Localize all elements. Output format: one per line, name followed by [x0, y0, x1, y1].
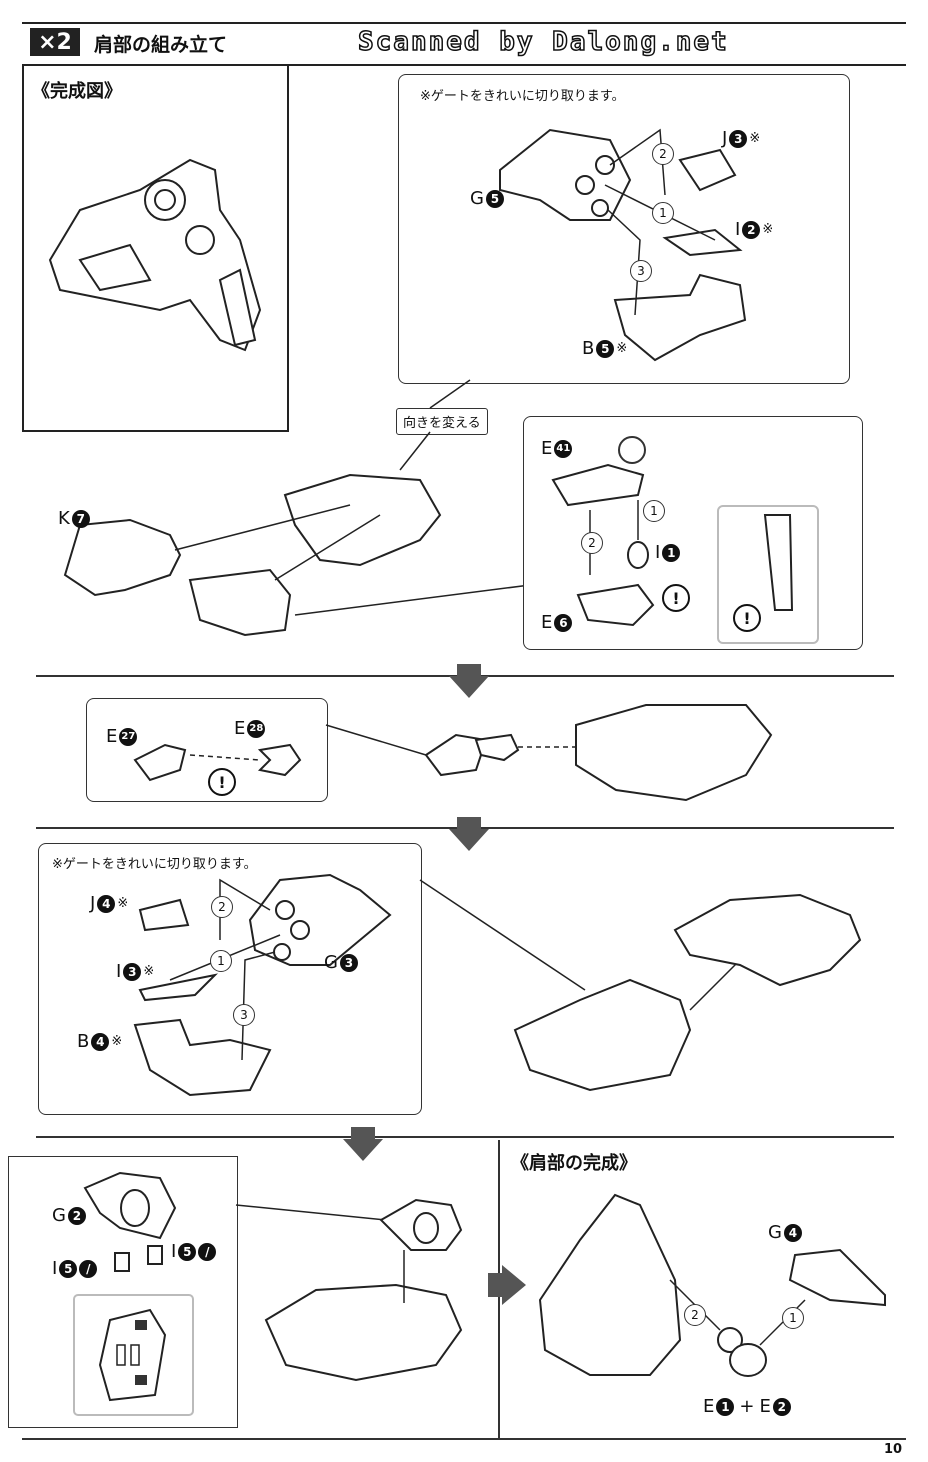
- final-step-1: 1: [782, 1307, 804, 1329]
- step3-illustration: [133, 743, 302, 782]
- step4-step-3: 3: [233, 1004, 255, 1026]
- right-arrow-icon: [488, 1265, 526, 1305]
- cut-detail-box: [717, 505, 819, 644]
- step5-box: [8, 1156, 238, 1428]
- step4-step-1: 1: [210, 950, 232, 972]
- final-illustration: [538, 1193, 886, 1377]
- completed-shoulder-illustration: [48, 158, 262, 352]
- step2-step-1: 1: [643, 500, 665, 522]
- down-arrow-icon: [343, 1127, 383, 1161]
- cut-warning-icon: !: [733, 604, 761, 632]
- step4-illustration: [133, 873, 392, 1097]
- completed-view-box: [22, 64, 289, 432]
- step4-assembly-illustration: [419, 879, 862, 1092]
- warning-icon: !: [662, 584, 690, 612]
- multiplier-badge: ×2: [30, 28, 80, 56]
- gate-note-mid: ※ゲートをきれいに切り取ります。: [52, 857, 257, 872]
- step4-step-2: 2: [211, 896, 233, 918]
- change-direction-pointer: [399, 379, 471, 471]
- change-direction-label: 向きを変える: [396, 408, 488, 435]
- footer-line: [22, 1438, 906, 1440]
- step3-assembly-illustration: [325, 704, 773, 802]
- page-title: 肩部の組み立て: [94, 34, 228, 56]
- step1-illustration: [499, 128, 747, 362]
- step2-step-2: 2: [581, 532, 603, 554]
- final-step-2: 2: [684, 1304, 706, 1326]
- step3-warning-icon: !: [208, 768, 236, 796]
- watermark: Scanned by Dalong.net: [357, 26, 729, 58]
- step1-step-3: 3: [630, 260, 652, 282]
- detail-inset: [73, 1294, 194, 1416]
- step2-detail-box: [523, 416, 863, 650]
- header-bar: [22, 22, 906, 66]
- step1-step-1: 1: [652, 202, 674, 224]
- page-number: 10: [884, 1442, 903, 1457]
- gate-note-top: ※ゲートをきれいに切り取ります。: [420, 89, 625, 104]
- down-arrow-icon: [449, 817, 489, 851]
- step2-illustration: [63, 473, 531, 637]
- step2-detail-illustration: [551, 463, 655, 627]
- cut-detail-illustration: [763, 514, 794, 611]
- detail-inset-illustration: [98, 1308, 167, 1402]
- step5-assembly-illustration: [235, 1198, 463, 1382]
- divider-3: [36, 1136, 894, 1138]
- completed-view-label: 《完成図》: [32, 81, 122, 102]
- final-label: 《肩部の完成》: [511, 1153, 637, 1174]
- down-arrow-icon: [449, 664, 489, 698]
- step5-illustration: [83, 1171, 177, 1272]
- step1-step-2: 2: [652, 143, 674, 165]
- manga-hint-icon: [618, 436, 646, 464]
